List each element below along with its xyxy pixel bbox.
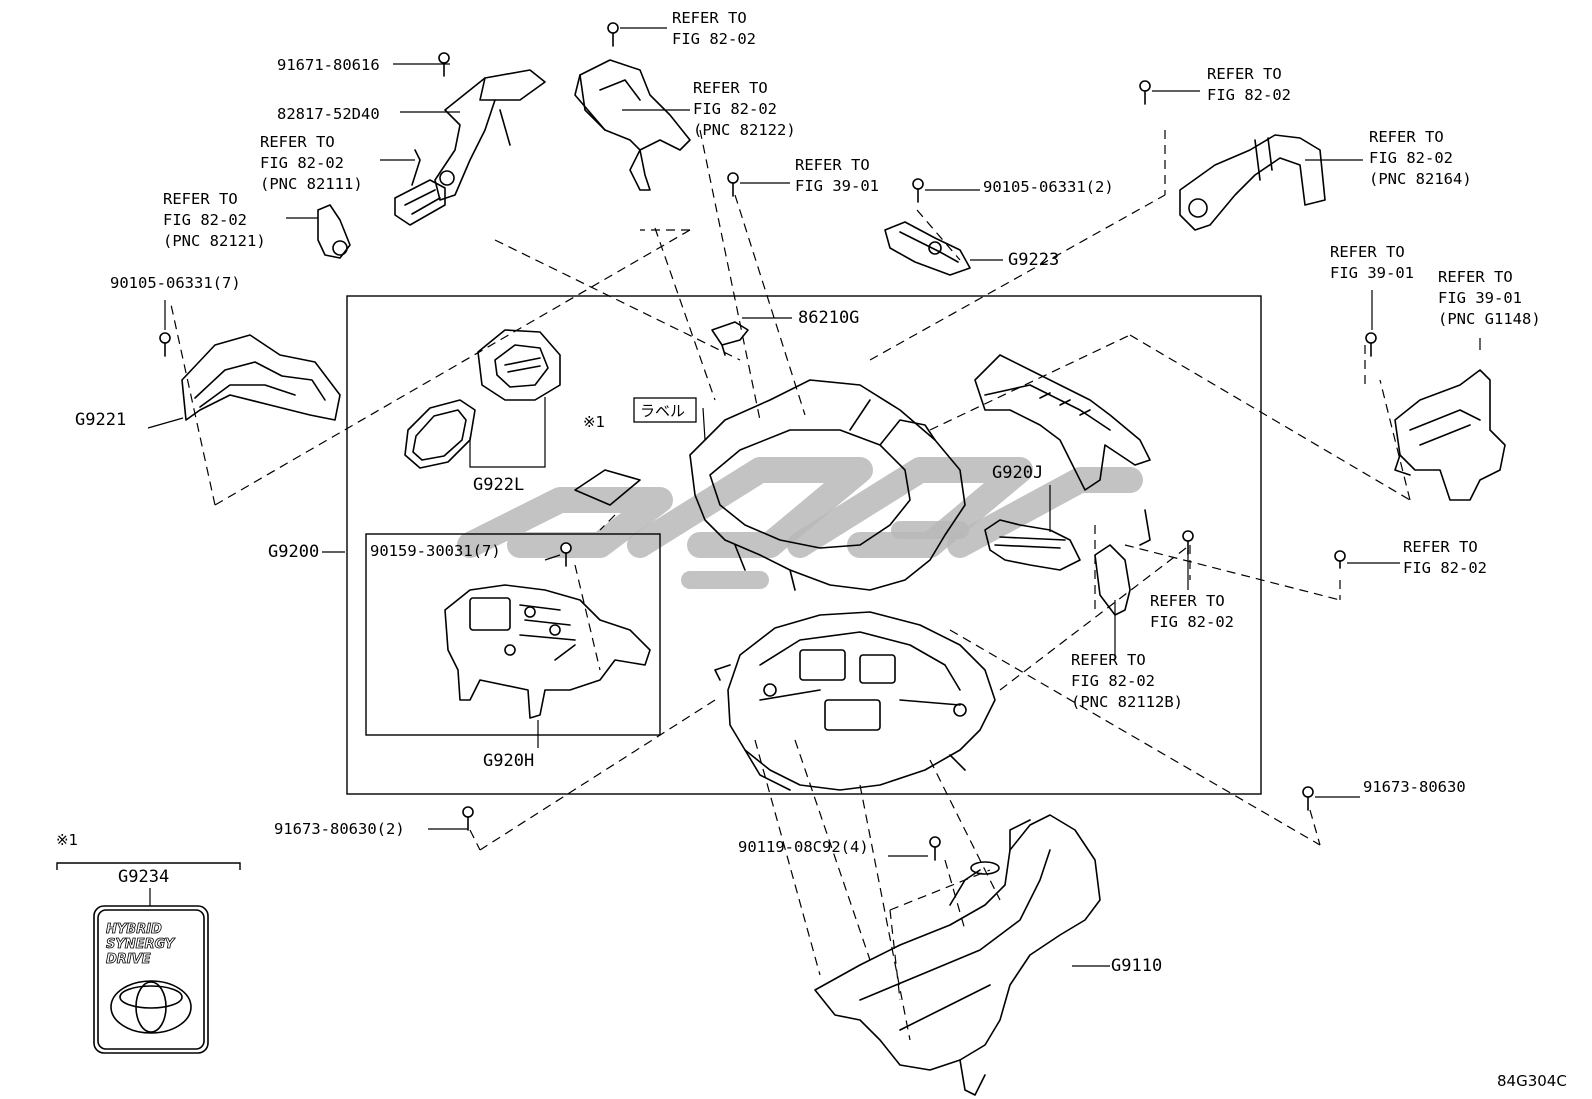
part-g920j-label[interactable]: G920J — [992, 463, 1043, 483]
part-g922l-label[interactable]: G922L — [473, 475, 524, 495]
bolt-icon — [560, 542, 572, 567]
bolt-icon — [1334, 550, 1346, 569]
part-91673-80630-2-label[interactable]: 91673-80630(2) — [274, 820, 405, 838]
figure-code-label: 84G304C — [1497, 1072, 1567, 1090]
part-90105-06331-2-label[interactable]: 90105-06331(2) — [983, 178, 1114, 196]
bolt-icon — [607, 22, 619, 47]
bolt-icon — [159, 332, 171, 357]
bolt-icon — [1365, 332, 1377, 357]
part-86210g-label[interactable]: 86210G — [798, 308, 859, 328]
bracket-g9110-drawing — [814, 814, 1101, 1096]
clip-86210g-drawing — [711, 321, 749, 356]
part-90119-08c92-4-label[interactable]: 90119-08C92(4) — [738, 838, 869, 856]
emblem-line: SYNERGY — [106, 937, 176, 952]
bracket-82817-drawing — [434, 69, 546, 201]
bracket-g920j-drawing — [974, 354, 1151, 491]
watermark-logo — [457, 457, 1143, 589]
emblem-g9234 — [56, 862, 241, 1054]
inverter-board-g920h-drawing — [444, 584, 651, 719]
connector-cluster-drawing — [984, 509, 1151, 616]
emblem-line: DRIVE — [106, 952, 151, 967]
clamp-g9223-drawing — [884, 221, 971, 276]
note-mark-label: ※1 — [56, 831, 78, 849]
part-g9221-label[interactable]: G9221 — [75, 410, 126, 430]
inverter-cover-drawing — [689, 379, 966, 591]
label-sticker-box — [633, 397, 697, 423]
assembly-dashed-lines — [169, 129, 1411, 1041]
bolt-icons — [159, 22, 1377, 861]
connector-g1148-drawing — [1394, 369, 1506, 501]
part-g9110-label[interactable]: G9110 — [1111, 956, 1162, 976]
connector-82121-drawing — [317, 204, 351, 259]
bolt-icon — [727, 172, 739, 197]
toyota-logo-icon — [110, 980, 192, 1034]
label-sticker-drawing — [574, 469, 641, 506]
emblem-line: HYBRID — [106, 922, 162, 937]
leader-lines — [147, 27, 1481, 967]
part-g9223-label[interactable]: G9223 — [1008, 250, 1059, 270]
part-82817-52d40-label[interactable]: 82817-52D40 — [277, 105, 380, 123]
part-90105-06331-7-label[interactable]: 90105-06331(7) — [110, 274, 241, 292]
connector-82111-drawing — [394, 149, 446, 226]
bolt-icon — [1302, 786, 1314, 811]
label-sticker-jp-label: ラベル — [640, 402, 685, 420]
g920h-subgroup-frame — [365, 533, 661, 736]
bolt-icon — [929, 836, 941, 861]
part-g9200-label[interactable]: G9200 — [268, 542, 319, 562]
part-91673-80630-label[interactable]: 91673-80630 — [1363, 778, 1466, 796]
bolt-icon — [462, 806, 474, 831]
note-mark-label: ※1 — [583, 413, 605, 431]
g9200-group-frame — [346, 295, 1262, 795]
connector-82164-drawing — [1179, 134, 1326, 231]
bolt-icon — [438, 52, 450, 77]
part-g9234-label[interactable]: G9234 — [118, 867, 169, 887]
part-91671-80616-label[interactable]: 91671-80616 — [277, 56, 380, 74]
bolt-icon — [1139, 80, 1151, 105]
bolt-icon — [912, 178, 924, 203]
inverter-assembly-drawing — [714, 611, 996, 791]
cover-g9221-drawing — [181, 334, 341, 421]
part-90159-30031-7-label[interactable]: 90159-30031(7) — [370, 542, 501, 560]
connector-82122-drawing — [574, 59, 691, 191]
part-g920h-label[interactable]: G920H — [483, 751, 534, 771]
emblem-text: HYBRID SYNERGY DRIVE — [106, 922, 176, 968]
